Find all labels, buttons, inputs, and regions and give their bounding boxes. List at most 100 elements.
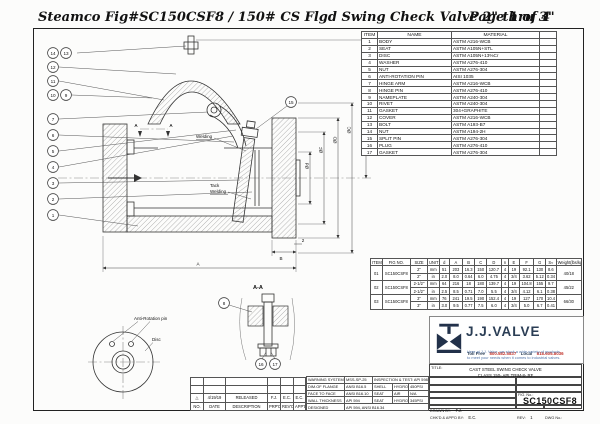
dim-cell: 3.62 bbox=[518, 272, 535, 281]
parts-cell: 8 bbox=[361, 86, 378, 95]
tagline-line2: to meet your needs when it comes to indu… bbox=[467, 354, 561, 360]
spec-label: FACE TO FACE bbox=[306, 389, 345, 398]
spec-test: SEAT bbox=[372, 389, 393, 398]
dim-cell: 92.1 bbox=[518, 265, 535, 274]
svg-text:8: 8 bbox=[223, 301, 226, 306]
svg-text:3: 3 bbox=[52, 181, 55, 186]
parts-cell: 304+GRAPHITE bbox=[451, 106, 540, 115]
drawing-title-line2: CLASS 150- API TRIM-8- RF bbox=[477, 372, 534, 378]
svg-text:10: 10 bbox=[50, 93, 56, 98]
dim-cell: 120.7 bbox=[486, 265, 502, 274]
parts-cell bbox=[539, 58, 557, 67]
parts-cell: GASKET bbox=[377, 148, 452, 157]
parts-cell: ASTM A240-304 bbox=[451, 100, 540, 108]
spec-row: WARNING SYSTEM MSS-SP-25 INSPECTION & TE… bbox=[306, 376, 430, 384]
rev-marker: △ bbox=[190, 393, 204, 403]
parts-cell bbox=[539, 148, 557, 157]
parts-cell bbox=[539, 72, 557, 81]
parts-cell: 10 bbox=[361, 100, 378, 108]
dim-cell: SC150CSF8 bbox=[381, 294, 412, 310]
spec-row: DESIGNED API 594, ANSI B16.34 bbox=[306, 403, 430, 411]
parts-cell bbox=[539, 44, 557, 53]
balloon-12: 12 bbox=[47, 61, 59, 73]
dim-header-cell: d bbox=[438, 257, 451, 267]
parts-cell: 14 bbox=[361, 127, 378, 136]
dim-cell: 127 bbox=[518, 294, 535, 303]
flow-arrow-icon bbox=[108, 174, 142, 182]
parts-cell: 9 bbox=[361, 93, 378, 102]
dim-2: 2 bbox=[302, 238, 305, 243]
parts-cell bbox=[539, 86, 557, 95]
balloon-5: 5 bbox=[47, 145, 59, 157]
spec-test: SEAT bbox=[372, 396, 393, 405]
parts-cell bbox=[539, 127, 557, 136]
dim-header-cell: F bbox=[518, 257, 535, 267]
dim-cell: 0.77 bbox=[461, 301, 476, 310]
dim-cell: 216 bbox=[449, 279, 463, 288]
svg-text:13: 13 bbox=[63, 51, 69, 56]
spec-test: SHELL bbox=[372, 382, 393, 391]
dim-header-cell: ITEM bbox=[370, 257, 383, 267]
svg-text:11: 11 bbox=[51, 79, 56, 84]
parts-cell: 15 bbox=[361, 134, 378, 143]
svg-text:6: 6 bbox=[52, 133, 55, 138]
disc-front-view: Anti-Rotation pin Disc bbox=[88, 316, 168, 399]
spec-type: HYDRO bbox=[392, 382, 409, 391]
parts-cell bbox=[539, 79, 557, 88]
dim-cell: SC150CSF8 bbox=[381, 265, 412, 281]
dim-header-cell: S≈ bbox=[545, 257, 557, 267]
balloon-8: 8 bbox=[218, 297, 253, 313]
svg-text:5: 5 bbox=[52, 149, 55, 154]
dim-cell: 4.75 bbox=[486, 272, 502, 281]
balloon-leaders bbox=[58, 45, 253, 227]
sheet-title: Steamco Fig#SC150CSF8 / 150# CS Flgd Swi… bbox=[38, 10, 555, 25]
dim-header-cell: SIZE bbox=[410, 257, 428, 267]
dim-cell: 3" bbox=[410, 301, 428, 310]
dim-header-cell: Weight(lbs/kgs) bbox=[555, 257, 583, 267]
dim-cell: 8.0 bbox=[449, 272, 463, 281]
dim-cell: in bbox=[426, 301, 440, 310]
title-label: TITLE: bbox=[431, 365, 443, 370]
rev-prpd: F.J. bbox=[267, 393, 281, 403]
parts-cell bbox=[539, 134, 557, 143]
rev-header-cell: NO. bbox=[190, 401, 204, 411]
rev-header-cell: DESCRIPTION bbox=[225, 401, 268, 411]
parts-cell: 12 bbox=[361, 113, 378, 122]
parts-cell: 7 bbox=[361, 79, 378, 88]
dim-cell: 241 bbox=[449, 294, 463, 303]
spec-result: N/A bbox=[407, 389, 430, 398]
valve-logo-icon bbox=[436, 323, 462, 353]
dim-cell: 5.0 bbox=[518, 301, 535, 310]
toll-free-label: Toll Free bbox=[467, 351, 485, 356]
parts-cell: WASHER bbox=[377, 58, 452, 67]
dim-cell: 180 bbox=[474, 279, 487, 288]
rev-header-cell: REV'D bbox=[280, 401, 294, 411]
dim-cell: 4 bbox=[500, 301, 510, 310]
balloon-7: 7 bbox=[47, 113, 59, 125]
spec-value: MSS-SP-25 bbox=[344, 376, 373, 384]
spec-result: 345PSI bbox=[407, 396, 430, 405]
tagline-line1: Here at J.J. Valve, we stock a wide vari… bbox=[467, 349, 560, 354]
parts-cell: 16 bbox=[361, 141, 378, 150]
drawn-by-label: DRAWN BY: bbox=[430, 409, 452, 413]
svg-text:1: 1 bbox=[52, 213, 55, 218]
local-label: Local bbox=[520, 351, 533, 356]
parts-cell bbox=[539, 141, 557, 150]
dim-cell: 19 bbox=[508, 265, 520, 274]
parts-cell: NAMEPLATE bbox=[377, 93, 452, 102]
parts-cell: 13 bbox=[361, 120, 378, 129]
balloon-16: 16 bbox=[255, 351, 267, 370]
spec-result: 450PSI bbox=[407, 382, 430, 391]
spec-table: WARNING SYSTEM MSS-SP-25 INSPECTION & TE… bbox=[306, 376, 430, 411]
parts-cell: ASTM A194-2H bbox=[451, 127, 540, 136]
parts-cell: ASTM A193-B7 bbox=[451, 120, 540, 129]
